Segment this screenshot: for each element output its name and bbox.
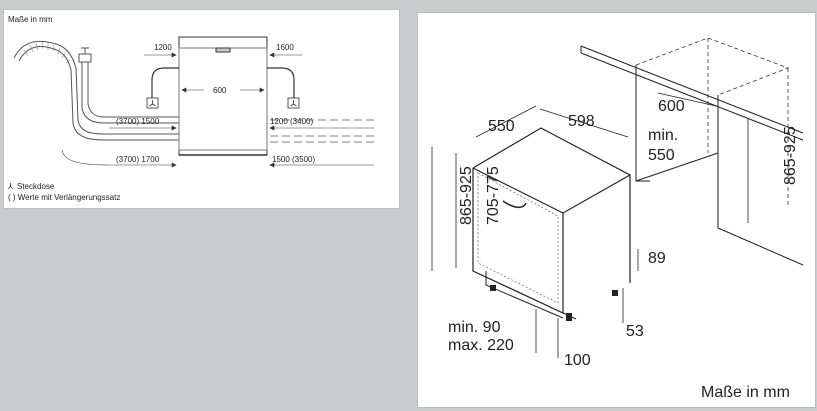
dim-plinth-height: 89 [648,250,666,267]
socket-legend-symbol: ⅄ [7,182,13,191]
dimension-lines [431,92,749,358]
dim-width: 598 [568,113,595,130]
dim-plinth-min: min. 90 [448,319,501,336]
dim-left-mid: (3700) 1500 [116,117,160,126]
niche-outline [635,37,790,208]
dim-height-range: 865-925 [458,166,475,225]
unit-label: Maße in mm [701,384,790,401]
dim-niche-width: 600 [658,98,685,115]
dim-niche-height: 865-925 [782,126,799,185]
left-title: Maße in mm [8,15,53,24]
appliance-body [472,127,631,314]
socket-boxes [146,97,300,109]
dim-foot-depth: 100 [564,352,591,369]
installation-diagram: 550 598 600 min. 550 865-925 705-775 865… [431,37,804,401]
hose-hatching [23,41,71,64]
extension-legend: ( ) Werte mit Verlängerungssatz [8,193,120,202]
dim-niche-min-label: min. [648,127,678,144]
dim-niche-min-value: 550 [648,147,675,164]
dim-inner-height: 705-775 [485,166,502,225]
extension-lines [270,119,374,143]
feet [490,285,618,321]
dim-left-top: 1200 [154,43,172,52]
dim-depth: 550 [488,118,515,135]
dim-width: 600 [213,86,227,95]
door-handle [502,200,527,209]
dim-right-top: 1600 [276,43,294,52]
dim-right-bottom: 1500 (3500) [272,155,315,164]
installation-diagram-panel: 550 598 600 min. 550 865-925 705-775 865… [417,12,816,408]
socket-legend: Steckdose [17,182,55,191]
dim-left-bottom: (3700) 1700 [116,155,160,164]
door-panel [477,172,559,304]
connection-diagram-panel: Maße in mm [3,9,400,209]
countertop [580,45,804,266]
connection-diagram: Maße in mm [7,15,374,202]
dim-plinth-max: max. 220 [448,337,514,354]
supply-hose [78,47,179,124]
dim-right-mid: 1200 (3400) [270,117,313,126]
dim-foot-offset: 53 [626,323,644,340]
wall-connection-lines [151,67,295,98]
appliance-front [178,36,268,156]
